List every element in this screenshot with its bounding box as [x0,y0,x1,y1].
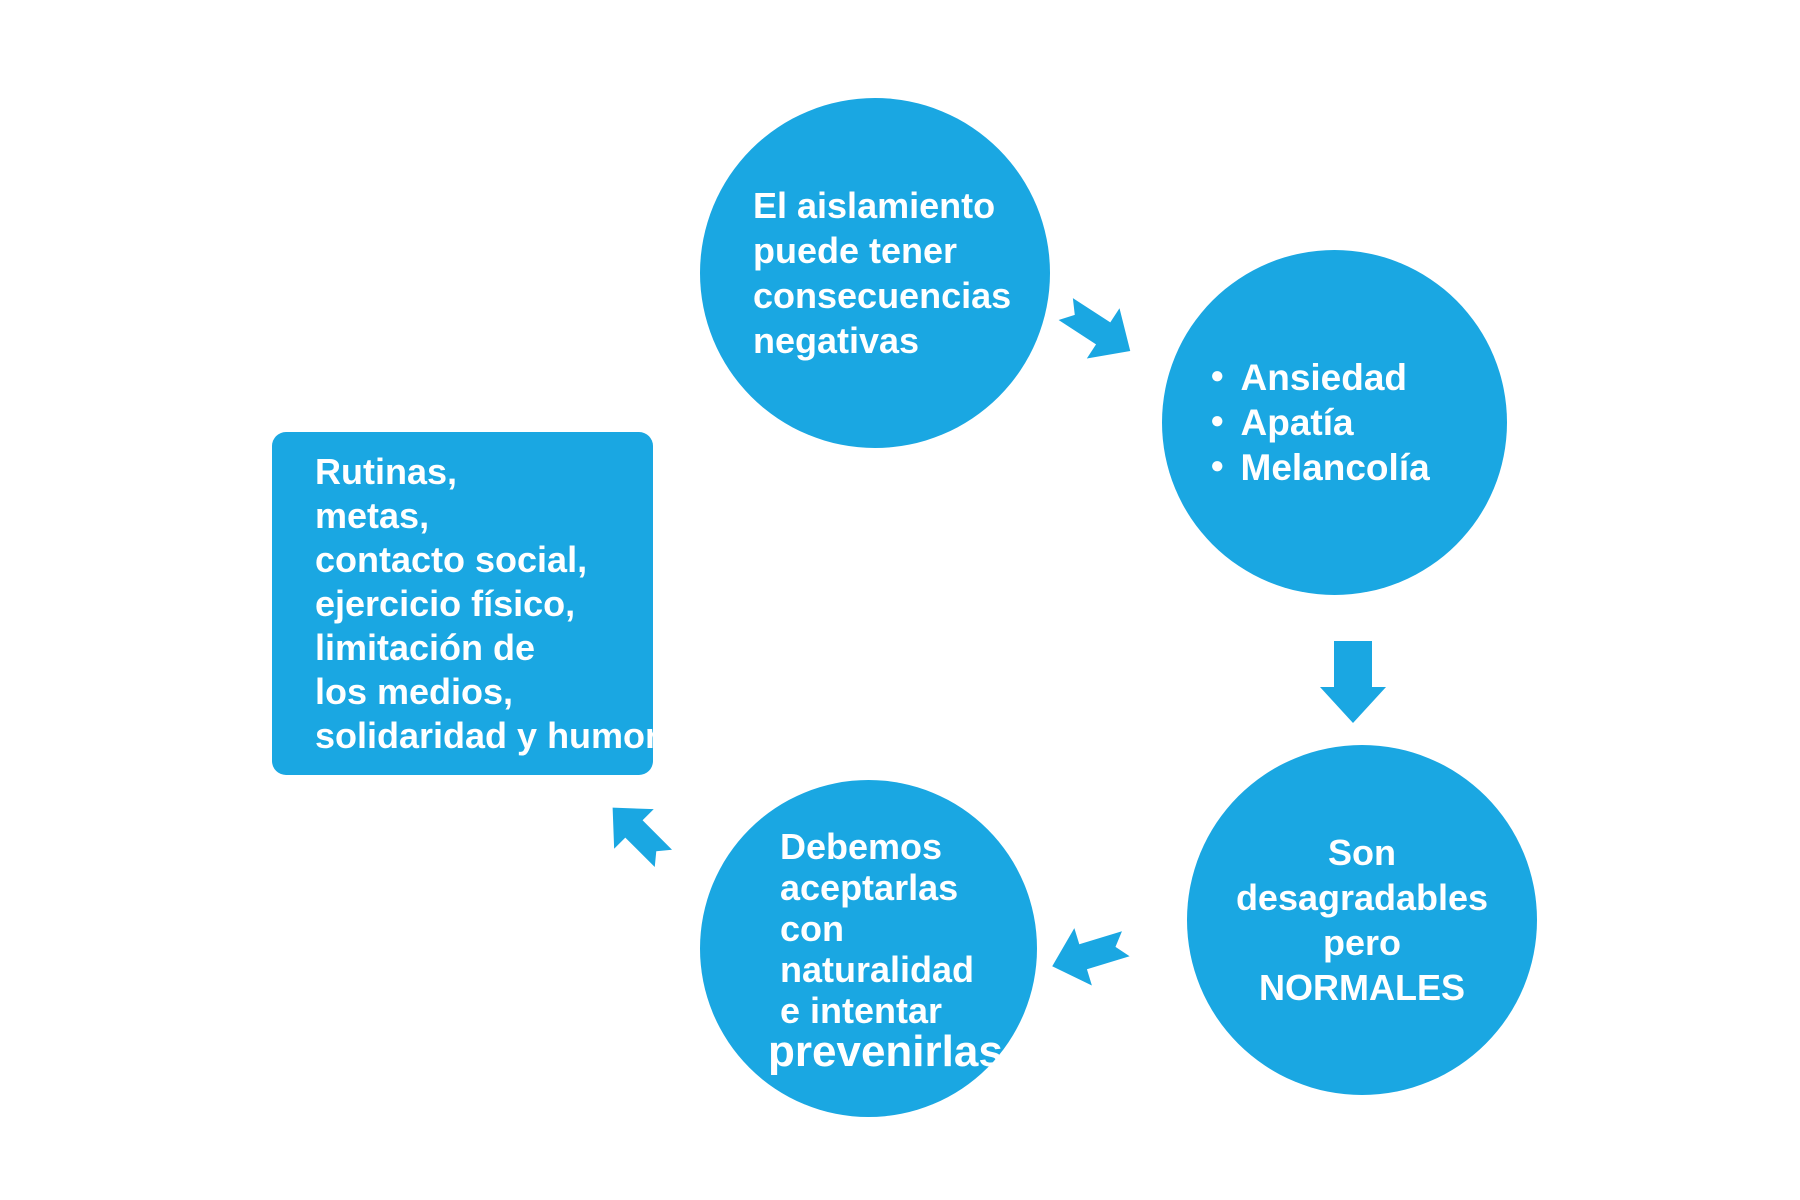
node-text-line: limitación de [315,626,536,668]
bullet-label: Apatía [1240,402,1354,443]
bullet-label: Ansiedad [1240,357,1408,398]
arrow-down-right-icon [1048,283,1148,377]
bullet-icon: ● [1210,407,1225,434]
bullet-label: Melancolía [1240,447,1430,488]
node-text-line: ejercicio físico, [315,582,576,624]
node-text-line: contacto social, [315,538,588,580]
node-text-line: e intentar [780,989,943,1031]
node-text-line: Rutinas, [315,450,458,492]
bullet-item: ● Apatía [1210,400,1507,445]
node-text-line: desagradables [1235,877,1489,918]
node-text-line: Debemos [780,825,943,867]
bullet-icon: ● [1210,452,1225,479]
node-text-line: NORMALES [1259,967,1465,1008]
node-text-line: pero [1322,922,1401,963]
node-accept-prevent: Debemos aceptarlas con naturalidad e int… [700,780,1037,1117]
node-text-line: solidaridad y humor [315,714,660,756]
node-text-line: El aislamiento [753,185,996,226]
node-text-line: naturalidad [780,948,975,990]
arrow-left-icon [1041,914,1137,995]
node-text-line-emphasis: prevenirlas [768,1026,1003,1076]
node-coping-strategies: Rutinas, metas, contacto social, ejercic… [272,432,660,775]
node-normal-feelings: Son desagradables pero NORMALES [1187,745,1537,1095]
bullet-icon: ● [1210,362,1225,389]
node-isolation-consequences: El aislamiento puede tener consecuencias… [700,98,1050,448]
node-text-line: metas, [315,494,430,536]
arrow-up-left-icon [592,787,684,879]
node-text-line: negativas [753,320,920,361]
node-text-line: puede tener [753,230,958,271]
node-text-line: aceptarlas [780,866,959,908]
node-text-line: Son [1328,832,1396,873]
node-emotions-list: ● Ansiedad ● Apatía ● Melancolía [1162,250,1507,595]
bullet-item: ● Ansiedad [1210,355,1507,400]
arrow-down-icon [1320,641,1386,723]
bullet-item: ● Melancolía [1210,445,1507,490]
node-text-line: los medios, [315,670,514,712]
node-text-line: con [780,907,845,949]
node-text-line: consecuencias [753,275,1012,316]
